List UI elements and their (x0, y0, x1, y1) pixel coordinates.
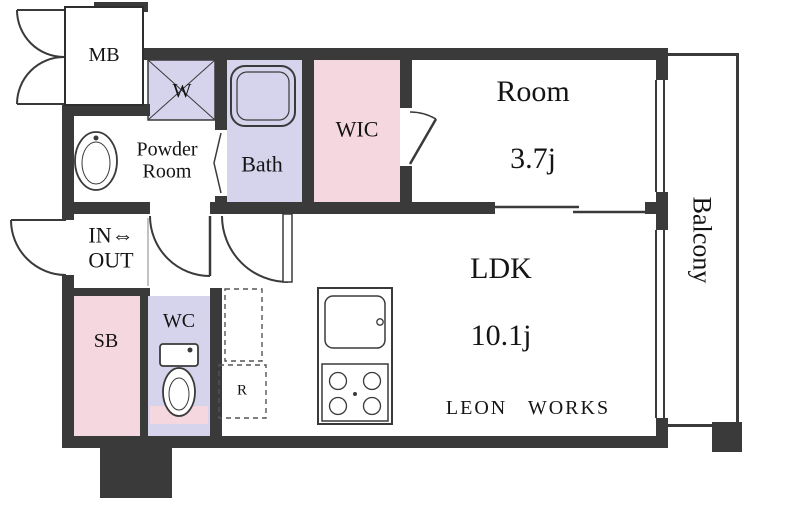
brand-label: LEON WORKS (445, 396, 611, 419)
entrance-label: IN⇔ OUT (88, 222, 134, 272)
wall-segment (656, 192, 668, 230)
balcony-step (712, 422, 742, 452)
hall-door-arc-icon (149, 215, 212, 277)
room-window (656, 80, 668, 192)
wall-segment (62, 104, 150, 116)
fridge-label: R (236, 382, 248, 399)
ldk-name: LDK (470, 251, 532, 285)
toilet-icon (159, 343, 199, 417)
wall-segment (62, 275, 74, 448)
ldk-size: 10.1j (470, 318, 532, 352)
bath-label: Bath (241, 151, 283, 177)
washer-label: W (172, 79, 192, 102)
room-window-line (663, 80, 665, 192)
wic-label: WIC (335, 116, 379, 142)
balcony-outline (736, 53, 739, 427)
wall-segment (656, 418, 668, 448)
balcony-outline (668, 53, 738, 56)
wall-segment (62, 288, 150, 296)
wic-area (314, 60, 400, 202)
ldk-door-arc-icon (221, 213, 293, 283)
balcony-outline (668, 424, 738, 427)
ldk-window (656, 230, 668, 418)
balcony-label: Balcony (687, 196, 717, 284)
wall-segment (62, 104, 74, 220)
wall-segment (302, 48, 314, 214)
wall-segment (215, 48, 227, 130)
room-window-line (655, 80, 657, 192)
ldk-window-line (655, 230, 657, 418)
fridge-dashed-outline (218, 288, 267, 419)
bath-folding-door-icon (213, 132, 222, 194)
wall-segment (400, 166, 412, 214)
meter-box (64, 6, 144, 106)
kitchen-counter (317, 287, 393, 425)
wic-door-arc-icon (408, 111, 438, 165)
wc-label: WC (162, 309, 196, 332)
kitchen-sink-icon (324, 295, 386, 349)
wall-segment (656, 48, 668, 80)
wall-segment (400, 48, 412, 108)
sb-label: SB (93, 329, 119, 352)
stove-icon (321, 363, 389, 422)
sb-area (74, 296, 140, 436)
washer-pan-icon (147, 59, 216, 121)
wall-segment (140, 296, 148, 436)
building-protrusion (100, 448, 172, 498)
wall-segment (62, 202, 150, 214)
room-label: Room 3.7j (496, 41, 569, 209)
ldk-label: LDK 10.1j (470, 218, 532, 386)
wall-segment (215, 196, 227, 214)
entrance-door-arc-icon (10, 219, 67, 276)
mb-label: MB (88, 43, 120, 66)
room-name: Room (496, 74, 570, 108)
wall-segment (210, 202, 495, 214)
powder-room-label: Powder Room (136, 138, 198, 183)
wall-segment (62, 436, 668, 448)
powder-sink-icon (74, 131, 118, 191)
mb-door-arcs-icon (16, 9, 65, 105)
bathtub-icon (230, 65, 296, 127)
ldk-window-line (663, 230, 665, 418)
room-size: 3.7j (510, 141, 556, 175)
sliding-door-icon (495, 205, 650, 214)
